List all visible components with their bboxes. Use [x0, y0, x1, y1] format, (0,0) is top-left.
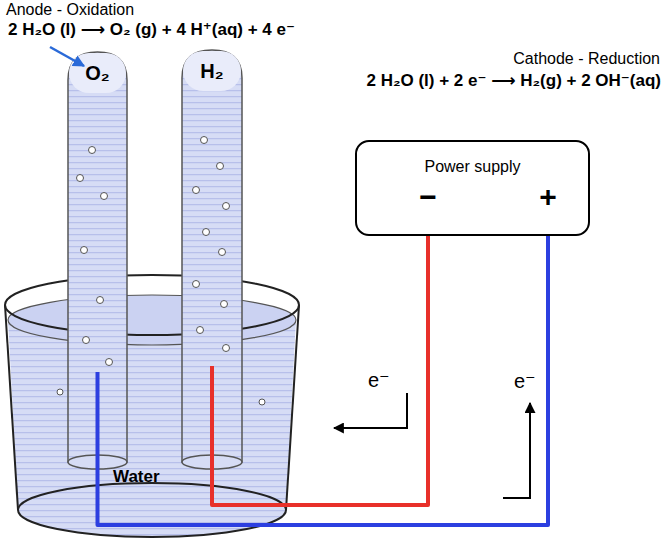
- beaker-base: [18, 483, 286, 537]
- wire: [98, 236, 549, 525]
- test-tube: [68, 52, 127, 462]
- beaker-rim: [5, 275, 299, 335]
- electrode: [96, 372, 100, 462]
- gas-tube: H₂: [182, 50, 242, 462]
- gas-space: [183, 51, 241, 91]
- terminal-sign: +: [539, 180, 557, 215]
- test-tube: [182, 50, 242, 462]
- wire: [212, 236, 428, 505]
- gas-space: [69, 53, 126, 93]
- electron-flow-arrow: [503, 403, 530, 498]
- electron-symbol: e⁻: [368, 369, 390, 392]
- beaker-wall: [5, 305, 18, 510]
- electron-flow-arrow: [334, 393, 407, 428]
- half-reaction: 2 H₂O (l) ⟶ O₂ (g) + 4 H⁺(aq) + 4 e⁻: [8, 20, 295, 40]
- gas-tube: O₂: [68, 52, 127, 462]
- pointer-arrow: [50, 47, 84, 66]
- beaker-wall: [286, 305, 299, 510]
- beaker: Water: [5, 275, 300, 537]
- liquid-label: Water: [113, 467, 160, 487]
- bubbles: [57, 137, 265, 406]
- electron-symbol: e⁻: [514, 370, 536, 393]
- water-surface: [8, 295, 296, 345]
- gas-formula: O₂: [85, 62, 109, 85]
- gas-formula: H₂: [200, 60, 223, 83]
- device-label: Power supply: [424, 158, 520, 176]
- electrode: [210, 366, 214, 462]
- power-supply-box: Power supply − +: [355, 140, 590, 236]
- electrode-title: Cathode - Reduction: [513, 50, 660, 68]
- terminal-sign: −: [419, 180, 437, 215]
- electrode-title: Anode - Oxidation: [6, 1, 134, 19]
- half-reaction: 2 H₂O (l) + 2 e⁻ ⟶ H₂(g) + 2 OH⁻(aq): [366, 71, 661, 91]
